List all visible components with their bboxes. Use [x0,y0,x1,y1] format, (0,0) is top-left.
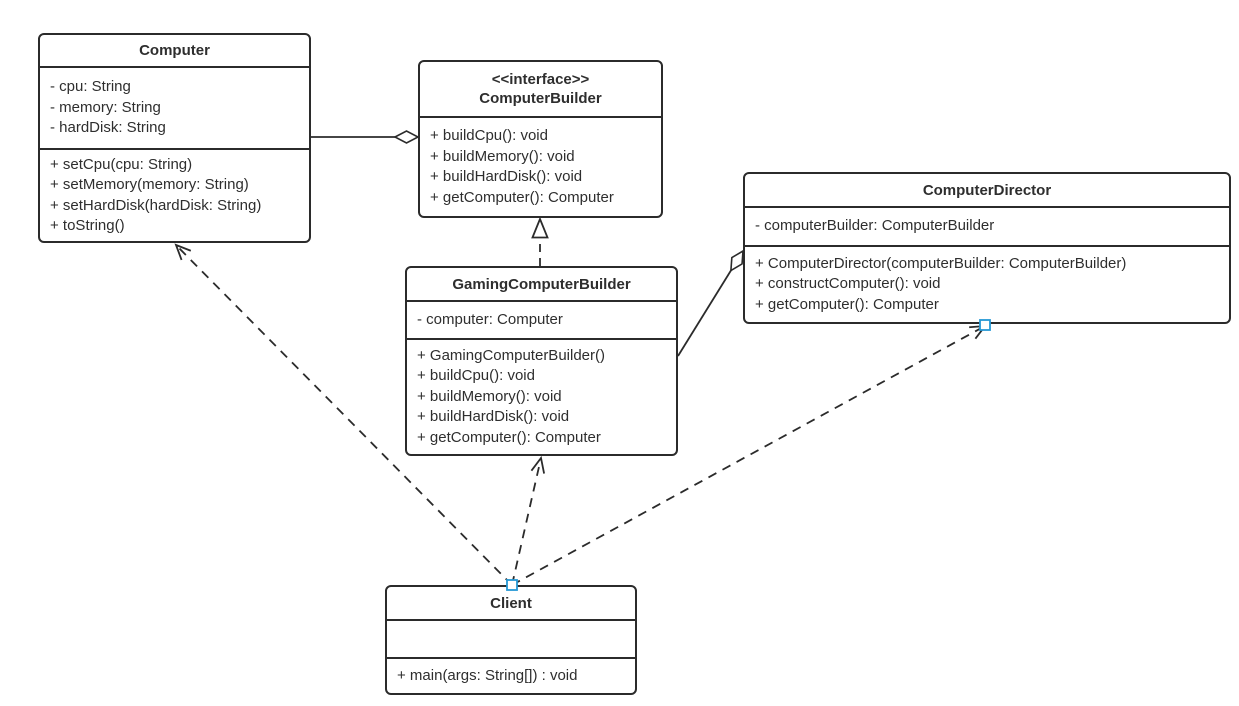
method-line: + main(args: String[]) : void [397,666,578,684]
method-line: + buildCpu(): void [430,127,548,144]
class-computer-title: Computer [40,35,309,68]
class-gaming-computer-builder-methods: + GamingComputerBuilder() + buildCpu(): … [407,340,676,454]
dependency-client-gamingcomputerbuilder[interactable] [511,455,545,586]
class-computer-attributes: - cpu: String - memory: String - hardDis… [40,68,309,150]
method-line: + buildCpu(): void [417,367,535,385]
class-computer-director-title: ComputerDirector [745,174,1229,208]
class-computer-builder[interactable]: <<interface>> ComputerBuilder + buildCpu… [418,60,663,218]
class-computer[interactable]: Computer - cpu: String - memory: String … [38,33,311,243]
attribute-line: - computer: Computer [417,310,563,328]
class-client-title: Client [387,587,635,621]
class-computer-director-methods: + ComputerDirector(computerBuilder: Comp… [745,247,1229,322]
method-line: + setMemory(memory: String) [50,176,249,193]
method-line: + GamingComputerBuilder() [417,346,605,364]
method-line: + setCpu(cpu: String) [50,155,193,173]
method-line: + setHardDisk(hardDisk: String) [50,196,262,214]
method-line: + constructComputer(): void [755,275,941,293]
class-gaming-computer-builder[interactable]: GamingComputerBuilder - computer: Comput… [405,266,678,456]
class-gaming-computer-builder-title: GamingComputerBuilder [407,268,676,302]
method-line: + buildHardDisk(): void [417,408,570,426]
class-name-label: ComputerBuilder [479,90,602,107]
attribute-line: - memory: String [50,98,161,116]
method-line: + getComputer(): Computer [417,428,601,446]
method-line: + ComputerDirector(computerBuilder: Comp… [755,254,1127,272]
class-computer-builder-title: <<interface>> ComputerBuilder [420,62,661,118]
method-line: + buildHardDisk(): void [430,168,583,185]
class-client[interactable]: Client + main(args: String[]) : void [385,585,637,695]
method-line: + getComputer(): Computer [755,295,939,313]
class-computer-director[interactable]: ComputerDirector - computerBuilder: Comp… [743,172,1231,324]
method-line: + getComputer(): Computer [430,188,614,206]
method-line: + buildMemory(): void [430,147,575,165]
class-client-attributes [387,621,635,659]
attribute-line: - computerBuilder: ComputerBuilder [755,217,995,235]
method-line: + toString() [50,217,125,234]
attribute-line: - hardDisk: String [50,119,166,137]
class-computer-methods: + setCpu(cpu: String) + setMemory(memory… [40,150,309,241]
aggregation-gamingcomputerbuilder-computerdirector[interactable] [677,251,743,357]
class-gaming-computer-builder-attributes: - computer: Computer [407,302,676,340]
attribute-line: - cpu: String [50,78,131,96]
class-client-methods: + main(args: String[]) : void [387,659,635,693]
method-line: + buildMemory(): void [417,387,562,405]
class-computer-director-attributes: - computerBuilder: ComputerBuilder [745,208,1229,247]
class-computer-builder-methods: + buildCpu(): void + buildMemory(): void… [420,118,661,216]
stereotype-label: <<interface>> [491,71,590,88]
